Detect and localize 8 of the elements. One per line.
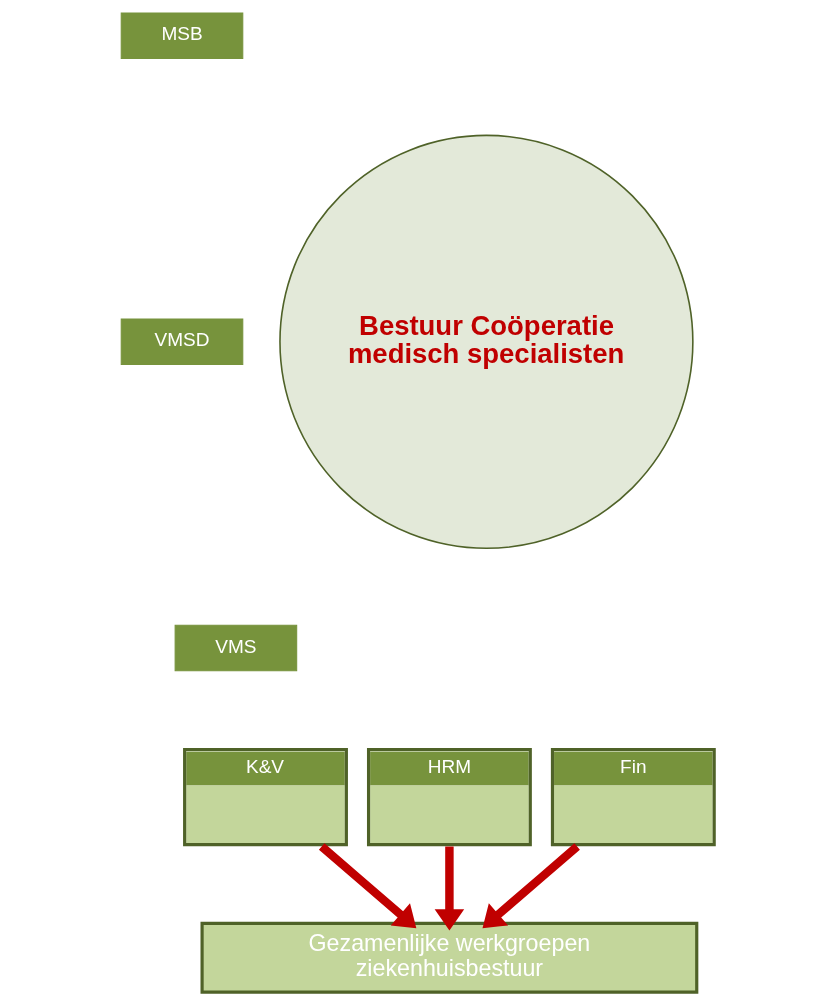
node-circle: Bestuur Coöperatie medisch specialisten bbox=[279, 134, 694, 550]
node-box: VMSD bbox=[120, 318, 244, 366]
node-box: Gezamenlijke werkgroepen ziekenhuisbestuur bbox=[200, 921, 699, 994]
node-box: MSB bbox=[120, 12, 244, 59]
node-box: VMS bbox=[174, 624, 298, 672]
arrow bbox=[318, 843, 417, 929]
arrow bbox=[434, 846, 465, 931]
arrow bbox=[482, 843, 580, 929]
